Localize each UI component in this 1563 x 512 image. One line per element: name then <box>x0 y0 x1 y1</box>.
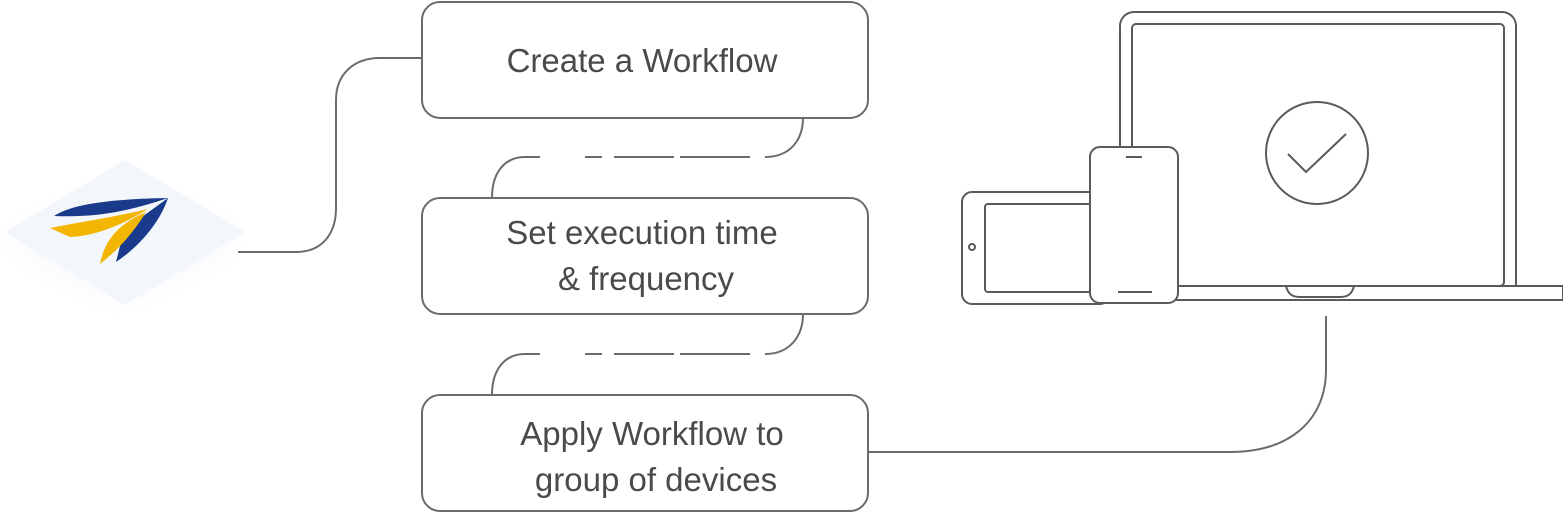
step-box <box>421 1 869 119</box>
step-box <box>421 197 869 315</box>
step-label-line-1: Apply Workflow to <box>520 415 783 452</box>
connector-schedule-to-apply <box>491 313 804 396</box>
step-set-execution-time: Set execution time & frequency <box>421 197 869 315</box>
connector-apply-to-devices <box>868 316 1327 453</box>
step-create-workflow: Create a Workflow <box>421 1 869 119</box>
step-label-line-1: Create a Workflow <box>507 42 778 79</box>
paper-plane-logo-icon <box>50 198 168 264</box>
connector-create-to-schedule <box>491 117 804 199</box>
devices-illustration <box>961 11 1563 305</box>
tablet-icon <box>961 191 1111 305</box>
step-label-line-2: group of devices <box>535 461 777 498</box>
step-label-line-1: Set execution time <box>506 214 777 251</box>
step-label-line-2: & frequency <box>558 260 735 297</box>
checkmark-circle-icon <box>1265 101 1369 205</box>
logo <box>5 160 245 305</box>
connector-logo-to-create <box>238 57 422 253</box>
step-apply-workflow: Apply Workflow to group of devices <box>421 394 869 512</box>
phone-icon <box>1089 146 1179 304</box>
step-box <box>421 394 869 512</box>
